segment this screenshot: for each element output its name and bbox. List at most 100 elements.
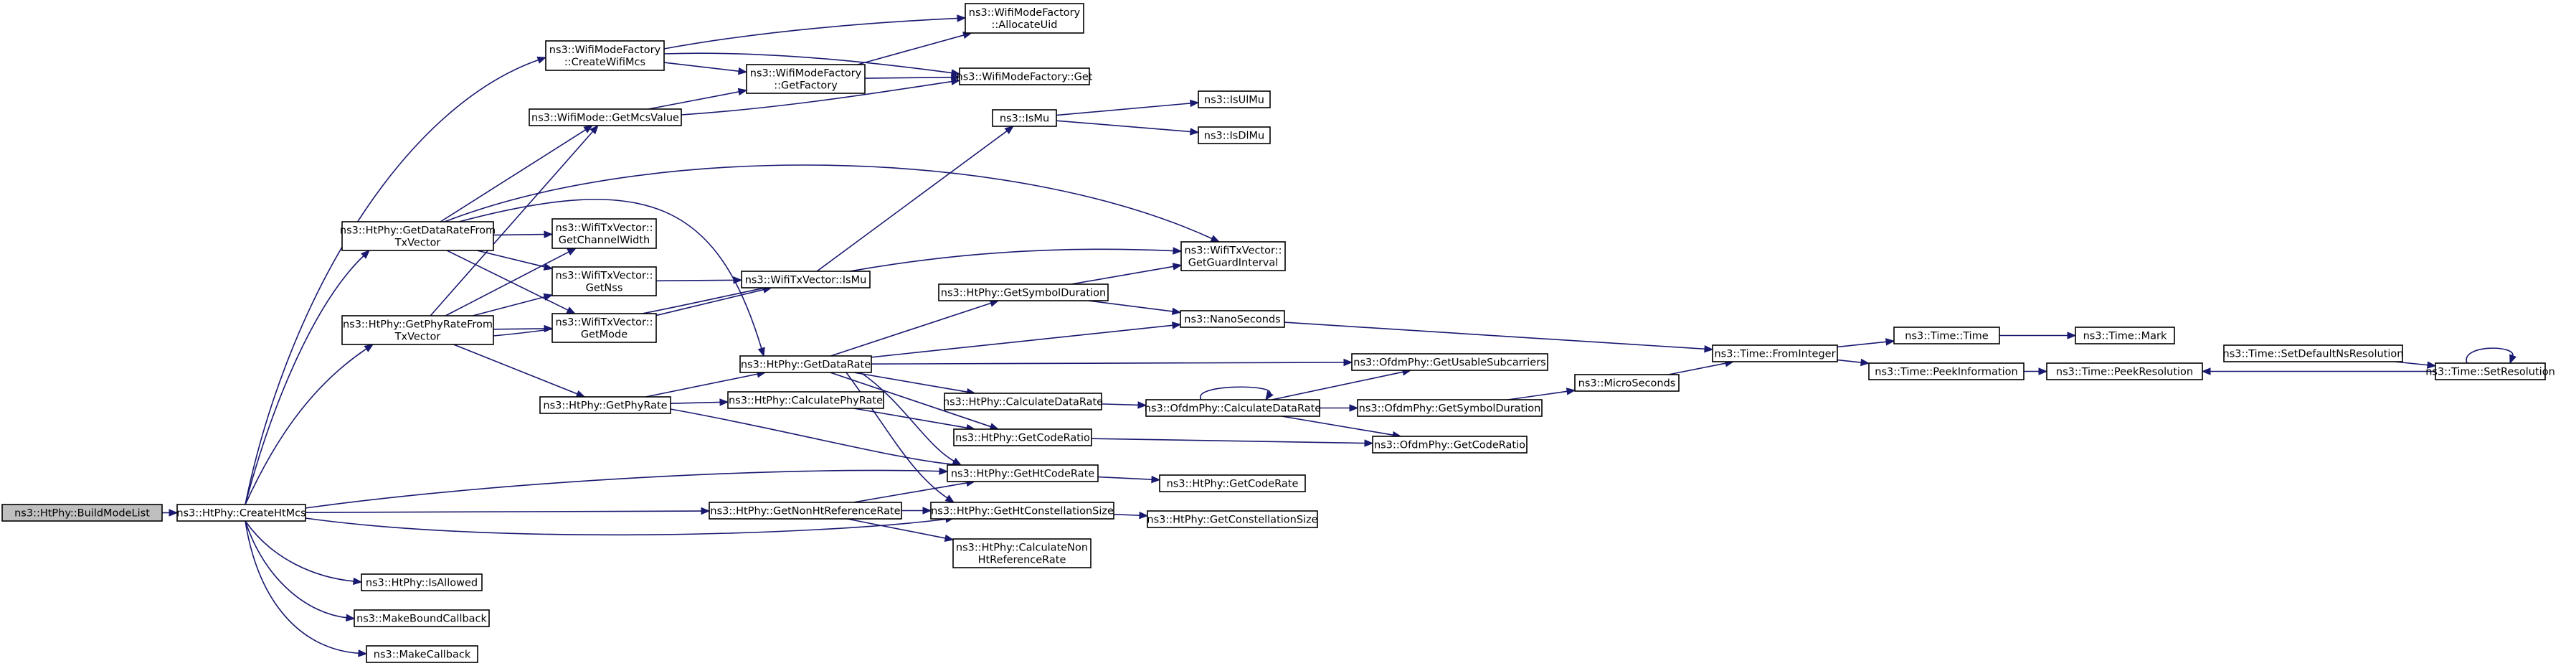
- call-edge-HtGetDataRate-to-GetSymbolDuration: [830, 299, 1000, 357]
- node-ht-get-code-ratio[interactable]: ns3::HtPhy::GetCodeRatio: [953, 428, 1092, 446]
- node-label: ns3::MakeCallback: [374, 649, 471, 661]
- arrowhead-icon: [952, 457, 962, 466]
- arrowhead-icon: [1004, 126, 1014, 135]
- call-edge-line: [1507, 390, 1568, 400]
- call-edge-OfdmCalculateDataRate-to-OfdmCalculateDataRate: [1200, 386, 1274, 401]
- node-make-bound-callback[interactable]: ns3::MakeBoundCallback: [354, 609, 490, 627]
- call-edge-line: [816, 130, 1008, 272]
- node-box: [1198, 126, 1271, 144]
- node-factory-get[interactable]: ns3::WifiModeFactory::Get: [957, 67, 1093, 85]
- call-edge-line: [1091, 438, 1366, 444]
- node-box: [361, 573, 483, 591]
- call-edge-line: [305, 510, 703, 513]
- node-create-wifi-mcs[interactable]: ns3::WifiModeFactory::CreateWifiMcs: [545, 40, 665, 71]
- call-edge-FromInteger-to-PeekInformation: [1837, 358, 1870, 367]
- node-ofdm-get-code-ratio[interactable]: ns3::OfdmPhy::GetCodeRatio: [1372, 436, 1528, 454]
- call-edge-line: [853, 372, 968, 393]
- node-box: [551, 218, 657, 249]
- node-nano-seconds[interactable]: ns3::NanoSeconds: [1180, 310, 1285, 328]
- call-edge-line: [1088, 300, 1174, 312]
- node-get-symbol-duration[interactable]: ns3::HtPhy::GetSymbolDuration: [938, 283, 1109, 301]
- node-micro-seconds[interactable]: ns3::MicroSeconds: [1574, 374, 1680, 392]
- node-box: [529, 108, 682, 126]
- call-edge-line: [472, 296, 546, 316]
- node-time-time[interactable]: ns3::Time::Time: [1893, 327, 2000, 344]
- node-get-mcs-value[interactable]: ns3::WifiMode::GetMcsValue: [529, 108, 682, 126]
- call-edge-line: [1071, 266, 1175, 285]
- call-edge-line: [245, 59, 539, 505]
- node-is-dl-mu[interactable]: ns3::IsDlMu: [1198, 126, 1271, 144]
- arrowhead-icon: [1173, 247, 1183, 255]
- call-edge-CreateHtMcs-to-GetPhyRateFromTxVector: [245, 344, 374, 505]
- node-set-default-ns-resolution[interactable]: ns3::Time::SetDefaultNsResolution: [2223, 344, 2404, 362]
- node-allocate-uid[interactable]: ns3::WifiModeFactory::AllocateUid: [965, 3, 1084, 34]
- arrowhead-icon: [939, 467, 949, 475]
- call-edge-line: [670, 401, 721, 405]
- node-get-guard-interval[interactable]: ns3::WifiTxVector::GetGuardInterval: [1180, 241, 1286, 271]
- call-edge-HtGetDataRate-to-GetUsableSubcarriers: [871, 358, 1353, 367]
- call-edge-line: [305, 469, 941, 509]
- node-create-ht-mcs[interactable]: ns3::HtPhy::CreateHtMcs: [176, 504, 306, 522]
- node-box: [953, 428, 1092, 446]
- call-edge-line: [445, 250, 570, 316]
- node-time-mark[interactable]: ns3::Time::Mark: [2075, 327, 2175, 344]
- node-from-integer[interactable]: ns3::Time::FromInteger: [1712, 344, 1838, 362]
- node-ofdm-get-symbol-duration[interactable]: ns3::OfdmPhy::GetSymbolDuration: [1357, 399, 1543, 417]
- node-box: [539, 396, 671, 414]
- node-box: [2223, 344, 2403, 362]
- call-edge-CreateHtMcs-to-MakeCallback: [245, 520, 368, 657]
- node-make-callback[interactable]: ns3::MakeCallback: [366, 645, 478, 663]
- node-get-ht-constellation-size[interactable]: ns3::HtPhy::GetHtConstellationSize: [930, 502, 1114, 520]
- arrowhead-icon: [733, 276, 743, 284]
- call-edge-line: [853, 482, 968, 503]
- call-edge-line: [830, 372, 992, 428]
- call-edge-line: [1668, 362, 1727, 375]
- call-edge-FromInteger-to-TimeTime: [1837, 338, 1895, 348]
- node-label: ::CreateWifiMcs: [564, 57, 645, 68]
- node-ht-get-data-rate[interactable]: ns3::HtPhy::GetDataRate: [739, 355, 872, 373]
- call-edge-GetMcsValue-to-GetFactory: [648, 88, 748, 110]
- call-edge-OfdmCalculateDataRate-to-OfdmGetSymbolDuration: [1320, 404, 1359, 412]
- node-box: [709, 502, 902, 520]
- node-is-mu[interactable]: ns3::IsMu: [992, 109, 1057, 127]
- call-edge-line: [1200, 386, 1271, 400]
- node-get-constellation-size[interactable]: ns3::HtPhy::GetConstellationSize: [1147, 510, 1318, 528]
- node-build-mode-list[interactable]: ns3::HtPhy::BuildModeList: [1, 504, 163, 522]
- node-is-ul-mu[interactable]: ns3::IsUlMu: [1198, 90, 1271, 108]
- node-get-phy-rate[interactable]: ns3::HtPhy::GetPhyRate: [539, 396, 671, 414]
- node-ofdm-calculate-data-rate[interactable]: ns3::OfdmPhy::CalculateDataRate: [1145, 399, 1321, 417]
- call-edge-HtGetDataRate-to-NanoSeconds: [871, 322, 1182, 358]
- node-get-nss[interactable]: ns3::WifiTxVector::GetNss: [551, 266, 657, 296]
- node-is-allowed[interactable]: ns3::HtPhy::IsAllowed: [361, 573, 483, 591]
- node-box: [354, 609, 490, 627]
- node-box: [944, 393, 1102, 410]
- call-edge-CreateHtMcs-to-GetHtCodeRate: [305, 467, 949, 509]
- node-get-usable-subcarriers[interactable]: ns3::OfdmPhy::GetUsableSubcarriers: [1351, 353, 1548, 371]
- node-get-channel-width[interactable]: ns3::WifiTxVector::GetChannelWidth: [551, 218, 657, 249]
- node-get-non-ht-reference-rate[interactable]: ns3::HtPhy::GetNonHtReferenceRate: [709, 502, 902, 520]
- node-ht-calculate-data-rate[interactable]: ns3::HtPhy::CalculateDataRate: [943, 393, 1103, 410]
- function-nodes: ns3::HtPhy::BuildModeList ns3::HtPhy::Cre…: [1, 3, 2555, 663]
- node-set-resolution[interactable]: ns3::Time::SetResolution: [2425, 362, 2555, 380]
- node-get-code-rate[interactable]: ns3::HtPhy::GetCodeRate: [1159, 474, 1306, 492]
- node-tx-is-mu[interactable]: ns3::WifiTxVector::IsMu: [741, 271, 871, 288]
- node-get-ht-code-rate[interactable]: ns3::HtPhy::GetHtCodeRate: [947, 464, 1099, 482]
- node-label: ns3::HtPhy::GetPhyRate: [543, 400, 667, 412]
- node-box: [366, 645, 478, 663]
- call-edge-GetPhyRateFromTxVector-to-GetMcsValue: [430, 125, 599, 316]
- node-label: ns3::MicroSeconds: [1578, 378, 1676, 390]
- node-get-factory[interactable]: ns3::WifiModeFactory::GetFactory: [746, 64, 866, 94]
- call-edge-IsMu-to-IsDlMu: [1056, 120, 1200, 136]
- node-peek-information[interactable]: ns3::Time::PeekInformation: [1868, 362, 2025, 380]
- arrowhead-icon: [543, 263, 554, 271]
- node-get-mode[interactable]: ns3::WifiTxVector::GetMode: [551, 313, 657, 343]
- node-box: [341, 221, 494, 251]
- node-peek-resolution[interactable]: ns3::Time::PeekResolution: [2046, 362, 2203, 380]
- node-label: ns3::Time::Mark: [2083, 331, 2167, 342]
- node-calculate-phy-rate[interactable]: ns3::HtPhy::CalculatePhyRate: [727, 391, 884, 409]
- arrowhead-icon: [589, 125, 599, 135]
- node-label: ns3::WifiTxVector::: [555, 222, 653, 234]
